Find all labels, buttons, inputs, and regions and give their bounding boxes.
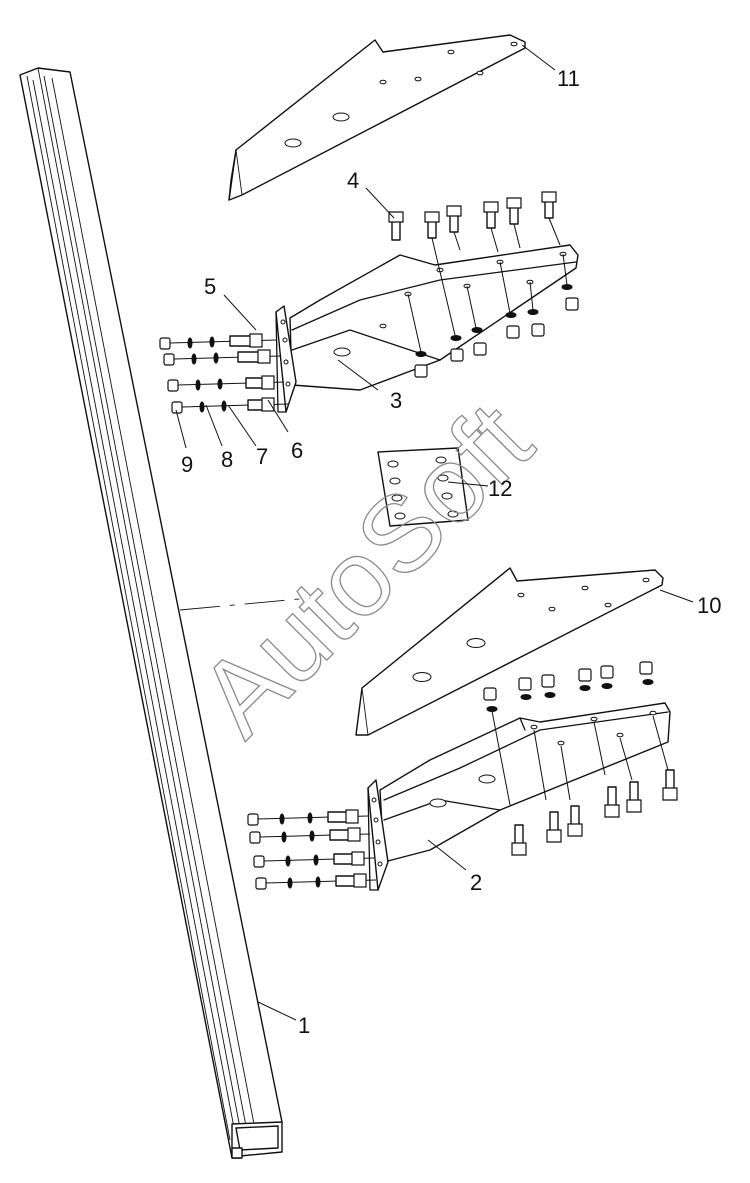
callout-leaders — [175, 44, 694, 1021]
upper-bracket — [275, 244, 579, 413]
lower-nut-set — [483, 661, 654, 712]
callout-4: 4 — [347, 168, 359, 193]
lower-gusset-plate — [355, 567, 664, 736]
callout-9: 9 — [181, 452, 193, 477]
callout-12: 12 — [488, 476, 512, 501]
callout-3: 3 — [390, 388, 402, 413]
upper-nut-set — [407, 253, 579, 378]
top-gusset-plate — [228, 34, 526, 201]
callout-1: 1 — [298, 1013, 310, 1038]
callout-10: 10 — [697, 593, 721, 618]
callout-11: 11 — [557, 66, 580, 91]
callouts: 1 2 3 4 5 6 7 8 9 10 11 12 — [181, 66, 721, 1038]
lower-bracket — [367, 702, 671, 891]
callout-5: 5 — [204, 274, 216, 299]
lower-side-bolts — [247, 809, 377, 890]
upper-bolt-set — [388, 191, 561, 336]
splice-plate — [377, 447, 469, 527]
callout-2: 2 — [470, 870, 482, 895]
callout-7: 7 — [256, 444, 268, 469]
callout-6: 6 — [291, 438, 303, 463]
callout-8: 8 — [221, 447, 233, 472]
channel-beam — [19, 67, 311, 1159]
lower-bolt-set — [511, 769, 678, 856]
